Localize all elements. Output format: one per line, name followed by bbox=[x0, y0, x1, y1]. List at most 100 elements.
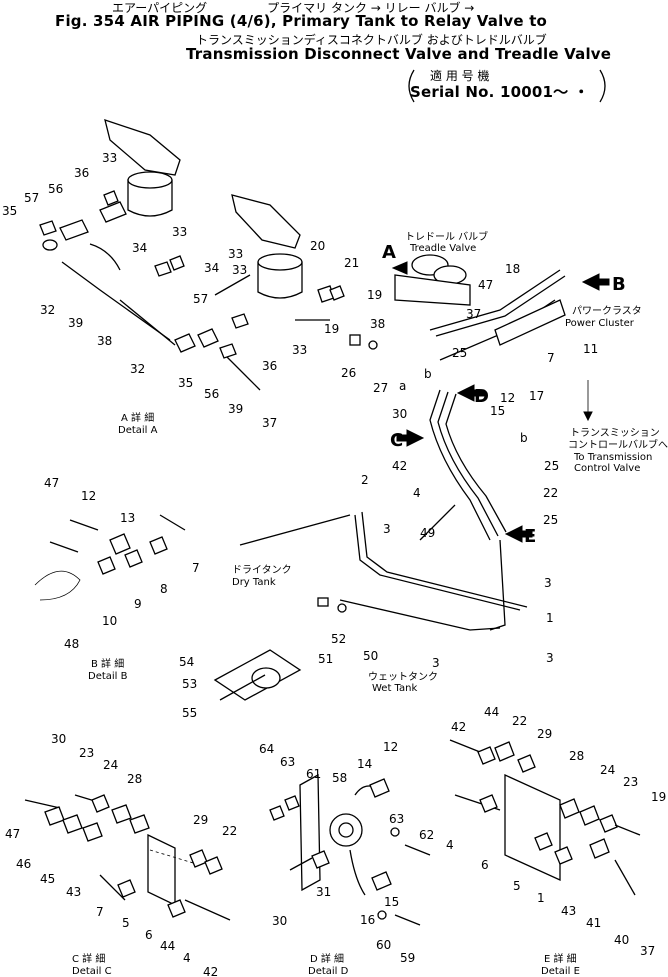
fitting-28 bbox=[129, 814, 150, 834]
callout: 4 bbox=[413, 486, 421, 500]
callout: 44 bbox=[484, 705, 499, 719]
nut-63 bbox=[284, 795, 300, 811]
callout: 17 bbox=[529, 389, 544, 403]
fitting-40 bbox=[589, 838, 610, 859]
detail-c-caption-jp: C 詳 細 bbox=[72, 952, 105, 965]
callout: 19 bbox=[651, 790, 666, 804]
pipe-label-a: a bbox=[399, 379, 406, 393]
valve-top-upper bbox=[127, 171, 173, 189]
callout: 15 bbox=[490, 404, 505, 418]
detail-a-caption: Detail A bbox=[118, 425, 158, 436]
callout: 50 bbox=[363, 649, 378, 663]
elbow-16 bbox=[349, 849, 366, 896]
washer-52 bbox=[337, 603, 347, 613]
fitting-43 bbox=[82, 822, 103, 842]
callout: 27 bbox=[373, 381, 388, 395]
arrow-e-icon bbox=[504, 525, 533, 543]
title-japanese-line1: エアーパイピング プライマリ タンク → リレー バルブ → bbox=[112, 1, 475, 15]
serial-bracket-left bbox=[408, 69, 415, 103]
fitting-36b bbox=[231, 313, 249, 329]
callout: 6 bbox=[145, 928, 153, 942]
fitting-24 bbox=[111, 804, 132, 824]
treadle-label-jp: トレドール バルブ bbox=[405, 230, 488, 243]
callout: 46 bbox=[16, 857, 31, 871]
callout: 21 bbox=[344, 256, 359, 270]
callout: 13 bbox=[120, 511, 135, 525]
fitting-44 bbox=[477, 746, 496, 765]
fitting-22 bbox=[204, 856, 223, 875]
callout: 63 bbox=[389, 812, 404, 826]
transmission-label-2: Control Valve bbox=[574, 463, 640, 474]
bolt-51 bbox=[317, 597, 329, 607]
callout: 32 bbox=[40, 303, 55, 317]
detail-e-drawing bbox=[449, 739, 641, 896]
arrow-c-icon bbox=[396, 429, 425, 447]
callout: 54 bbox=[179, 655, 194, 669]
fitting-29 bbox=[189, 849, 208, 868]
fitting-12 bbox=[369, 778, 390, 798]
callout: 37 bbox=[466, 307, 481, 321]
fitting-46 bbox=[44, 806, 65, 826]
callout: 48 bbox=[64, 637, 79, 651]
callout: 32 bbox=[130, 362, 145, 376]
callout: 30 bbox=[272, 914, 287, 928]
callout: 40 bbox=[614, 933, 629, 947]
callout: 12 bbox=[81, 489, 96, 503]
axis-c bbox=[149, 849, 201, 866]
detail-e-callouts: 42 44 22 29 28 24 23 19 4 6 5 1 43 41 40… bbox=[446, 705, 666, 977]
callout: 30 bbox=[392, 407, 407, 421]
fitting-35 bbox=[42, 239, 58, 251]
callout: 58 bbox=[332, 771, 347, 785]
pipe-bundle-1 bbox=[429, 389, 491, 541]
power-cluster-label-jp: パワークラスタ bbox=[572, 305, 642, 317]
callout: 63 bbox=[280, 755, 295, 769]
figure-title: Fig. 354 AIR PIPING (4/6), Primary Tank … bbox=[55, 12, 548, 30]
callout: 25 bbox=[544, 459, 559, 473]
arrow-e-label: E bbox=[524, 526, 536, 547]
pipe-47 bbox=[429, 269, 561, 331]
fitting-6e bbox=[479, 794, 498, 813]
washer-63b bbox=[390, 827, 400, 837]
callout: 22 bbox=[543, 486, 558, 500]
callout: 36 bbox=[262, 359, 277, 373]
tank-seam bbox=[219, 674, 266, 701]
fitting-22e bbox=[494, 741, 515, 762]
power-cluster-frame bbox=[494, 299, 566, 346]
callout: 28 bbox=[569, 749, 584, 763]
callout: 14 bbox=[357, 757, 372, 771]
callout: 41 bbox=[586, 916, 601, 930]
fitting-23e bbox=[599, 814, 618, 833]
callout: 60 bbox=[376, 938, 391, 952]
callout: 33 bbox=[232, 263, 247, 277]
detail-a-drawing bbox=[39, 119, 345, 391]
detail-d-drawing bbox=[269, 773, 431, 926]
fitting-1e bbox=[554, 846, 573, 865]
bolt-7c bbox=[99, 874, 126, 901]
callout: 3 bbox=[544, 576, 552, 590]
pipe-3 bbox=[354, 514, 521, 611]
callout: 12 bbox=[383, 740, 398, 754]
bolt-30d bbox=[289, 857, 313, 871]
arrow-c-label: C bbox=[390, 430, 403, 451]
callout: 16 bbox=[360, 913, 375, 927]
callout: 62 bbox=[419, 828, 434, 842]
tube-42 bbox=[184, 899, 231, 921]
fitting-36 bbox=[99, 201, 127, 223]
detail-b-drawing bbox=[34, 514, 186, 601]
detail-c-callouts: 30 23 24 28 47 46 45 43 29 22 7 5 6 44 4… bbox=[5, 732, 237, 977]
callout: 26 bbox=[341, 366, 356, 380]
callout: 10 bbox=[102, 614, 117, 628]
callout: 25 bbox=[543, 513, 558, 527]
main-callouts: A B C D E トレドール バルブ Treadle Valve パワークラス… bbox=[179, 230, 668, 720]
callout: 15 bbox=[384, 895, 399, 909]
arrow-b-label: B bbox=[612, 274, 626, 295]
callout: 1 bbox=[537, 891, 545, 905]
callout: 29 bbox=[193, 813, 208, 827]
bolt-7 bbox=[159, 514, 186, 531]
pipe-label-b2: b bbox=[520, 431, 528, 445]
callout: 7 bbox=[192, 561, 200, 575]
tube-32 bbox=[61, 261, 171, 341]
callout: 33 bbox=[292, 343, 307, 357]
serial-japanese: 適 用 号 機 bbox=[430, 69, 490, 83]
callout: 1 bbox=[546, 611, 554, 625]
